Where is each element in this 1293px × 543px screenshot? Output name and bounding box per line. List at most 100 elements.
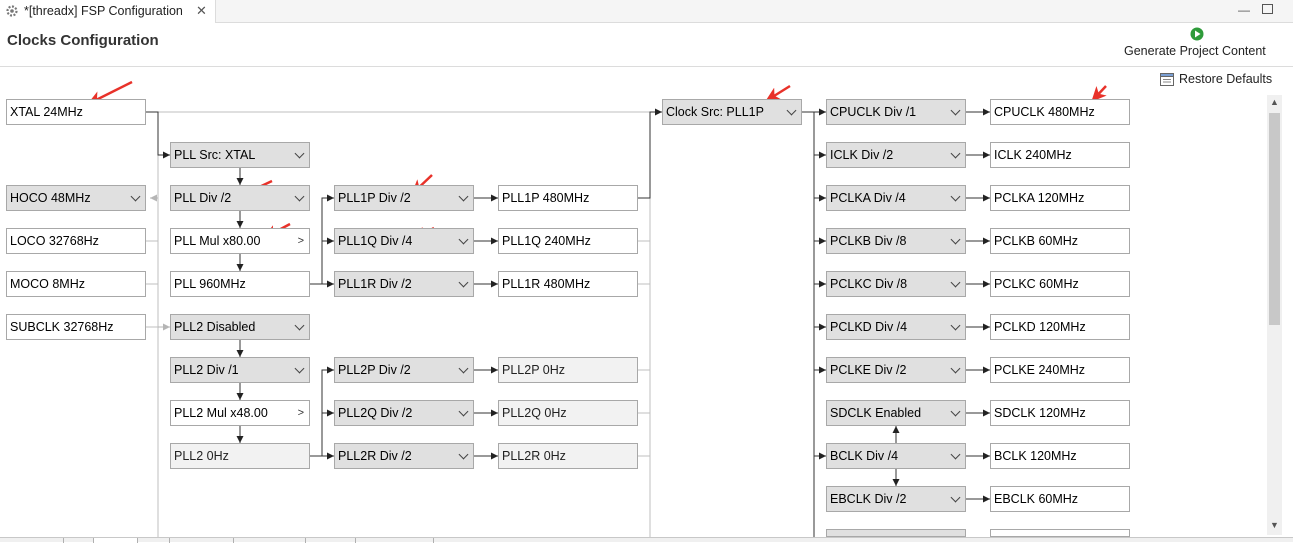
pclka-div-label: PCLKA Div /4 <box>830 191 906 205</box>
bottom-tab[interactable] <box>170 538 234 543</box>
pll2-state-label: PLL2 Disabled <box>174 320 256 334</box>
pclka-div-select[interactable]: PCLKA Div /4 <box>826 185 966 211</box>
bclk-div-select[interactable]: BCLK Div /4 <box>826 443 966 469</box>
chevron-down-icon <box>294 363 305 374</box>
pll2-output-box: PLL2 0Hz <box>170 443 310 469</box>
pll-mul-value: PLL Mul x80.00 <box>174 234 261 248</box>
iclk-output-box: ICLK 240MHz <box>990 142 1130 168</box>
pll2-mul-value: PLL2 Mul x48.00 <box>174 406 268 420</box>
pll-mul-field[interactable]: PLL Mul x80.00 > <box>170 228 310 254</box>
generate-project-content-button[interactable]: Generate Project Content <box>1124 44 1266 58</box>
pll2p-div-select[interactable]: PLL2P Div /2 <box>334 357 474 383</box>
pll-src-label: PLL Src: XTAL <box>174 148 256 162</box>
pclkd-div-select[interactable]: PCLKD Div /4 <box>826 314 966 340</box>
bottom-tab[interactable] <box>0 538 64 543</box>
pll-output-box: PLL 960MHz <box>170 271 310 297</box>
minimize-icon[interactable]: — <box>1238 3 1250 17</box>
scrollbar-thumb[interactable] <box>1269 113 1280 325</box>
pclke-div-label: PCLKE Div /2 <box>830 363 907 377</box>
subclk-clock-box: SUBCLK 32768Hz <box>6 314 146 340</box>
chevron-down-icon <box>294 320 305 331</box>
bottom-tab[interactable] <box>234 538 306 543</box>
chevron-down-icon <box>950 320 961 331</box>
pclkc-div-select[interactable]: PCLKC Div /8 <box>826 271 966 297</box>
chevron-down-icon <box>130 191 141 202</box>
chevron-down-icon <box>294 148 305 159</box>
ebclk-output-box: EBCLK 60MHz <box>990 486 1130 512</box>
spinner-arrow-icon[interactable]: > <box>297 407 304 419</box>
pll2q-div-label: PLL2Q Div /2 <box>338 406 413 420</box>
gear-icon <box>6 5 18 17</box>
pll-div-select[interactable]: PLL Div /2 <box>170 185 310 211</box>
next-div-select-partial[interactable] <box>826 529 966 537</box>
sdclk-output-box: SDCLK 120MHz <box>990 400 1130 426</box>
pll2p-div-label: PLL2P Div /2 <box>338 363 411 377</box>
bottom-tab[interactable] <box>306 538 356 543</box>
chevron-down-icon <box>950 191 961 202</box>
editor-tab-bar: *[threadx] FSP Configuration ✕ — <box>0 0 1293 23</box>
editor-tab-fsp-configuration[interactable]: *[threadx] FSP Configuration ✕ <box>0 0 216 23</box>
pll1q-div-select[interactable]: PLL1Q Div /4 <box>334 228 474 254</box>
pclka-output-box: PCLKA 120MHz <box>990 185 1130 211</box>
pll-src-select[interactable]: PLL Src: XTAL <box>170 142 310 168</box>
pll1r-div-select[interactable]: PLL1R Div /2 <box>334 271 474 297</box>
pclkc-output-box: PCLKC 60MHz <box>990 271 1130 297</box>
hoco-select[interactable]: HOCO 48MHz <box>6 185 146 211</box>
pll2r-div-label: PLL2R Div /2 <box>338 449 412 463</box>
close-icon[interactable]: ✕ <box>196 3 207 18</box>
cpuclk-div-select[interactable]: CPUCLK Div /1 <box>826 99 966 125</box>
pclke-output-box: PCLKE 240MHz <box>990 357 1130 383</box>
pll2-div-label: PLL2 Div /1 <box>174 363 239 377</box>
clock-src-select[interactable]: Clock Src: PLL1P <box>662 99 802 125</box>
pclke-div-select[interactable]: PCLKE Div /2 <box>826 357 966 383</box>
scroll-up-icon[interactable]: ▲ <box>1270 97 1279 107</box>
chevron-down-icon <box>950 105 961 116</box>
chevron-down-icon <box>950 148 961 159</box>
pll1p-div-select[interactable]: PLL1P Div /2 <box>334 185 474 211</box>
sdclk-enable-select[interactable]: SDCLK Enabled <box>826 400 966 426</box>
restore-defaults-label: Restore Defaults <box>1179 72 1273 86</box>
chevron-down-icon <box>950 492 961 503</box>
pll1r-div-label: PLL1R Div /2 <box>338 277 412 291</box>
header-divider <box>0 66 1293 67</box>
bottom-tab[interactable] <box>138 538 170 543</box>
chevron-down-icon <box>458 277 469 288</box>
chevron-down-icon <box>458 449 469 460</box>
cpuclk-div-label: CPUCLK Div /1 <box>830 105 917 119</box>
pll2q-div-select[interactable]: PLL2Q Div /2 <box>334 400 474 426</box>
ebclk-div-select[interactable]: EBCLK Div /2 <box>826 486 966 512</box>
maximize-icon[interactable] <box>1262 4 1273 14</box>
pclkd-div-label: PCLKD Div /4 <box>830 320 908 334</box>
spinner-arrow-icon[interactable]: > <box>297 235 304 247</box>
run-icon[interactable] <box>1190 27 1204 41</box>
editor-tab-title: *[threadx] FSP Configuration <box>24 4 183 18</box>
pll2r-div-select[interactable]: PLL2R Div /2 <box>334 443 474 469</box>
cpuclk-output-box: CPUCLK 480MHz <box>990 99 1130 125</box>
next-output-box-partial <box>990 529 1130 537</box>
bottom-tab[interactable] <box>94 538 138 543</box>
bottom-tab[interactable] <box>356 538 434 543</box>
pclkb-output-box: PCLKB 60MHz <box>990 228 1130 254</box>
loco-clock-box: LOCO 32768Hz <box>6 228 146 254</box>
pll2-mul-field[interactable]: PLL2 Mul x48.00 > <box>170 400 310 426</box>
iclk-div-select[interactable]: ICLK Div /2 <box>826 142 966 168</box>
chevron-down-icon <box>950 406 961 417</box>
bclk-output-box: BCLK 120MHz <box>990 443 1130 469</box>
scroll-down-icon[interactable]: ▼ <box>1270 520 1279 530</box>
restore-defaults-icon <box>1160 73 1174 86</box>
ebclk-div-label: EBCLK Div /2 <box>830 492 907 506</box>
pll2-state-select[interactable]: PLL2 Disabled <box>170 314 310 340</box>
pll2-div-select[interactable]: PLL2 Div /1 <box>170 357 310 383</box>
bclk-div-label: BCLK Div /4 <box>830 449 899 463</box>
chevron-down-icon <box>950 277 961 288</box>
bottom-tab[interactable] <box>64 538 94 543</box>
chevron-down-icon <box>458 191 469 202</box>
pclkb-div-select[interactable]: PCLKB Div /8 <box>826 228 966 254</box>
pll1p-div-label: PLL1P Div /2 <box>338 191 411 205</box>
pll1q-output-box: PLL1Q 240MHz <box>498 228 638 254</box>
vertical-scrollbar[interactable]: ▲ ▼ <box>1267 95 1282 535</box>
xtal-clock-box: XTAL 24MHz <box>6 99 146 125</box>
chevron-down-icon <box>294 191 305 202</box>
pll1r-output-box: PLL1R 480MHz <box>498 271 638 297</box>
sdclk-enable-label: SDCLK Enabled <box>830 406 922 420</box>
